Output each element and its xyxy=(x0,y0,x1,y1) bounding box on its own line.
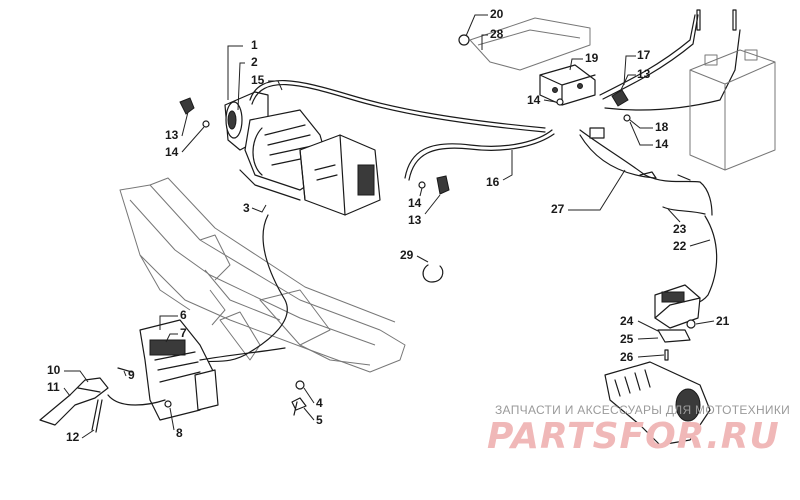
watermark-brand: PARTSFOR.RU xyxy=(487,416,780,457)
callout-8: 8 xyxy=(176,426,183,440)
handlebar-grip xyxy=(604,361,711,446)
nut-14-contactor xyxy=(556,98,564,106)
connector-27 xyxy=(589,127,605,139)
contactor-19 xyxy=(539,64,596,106)
battery xyxy=(689,49,776,171)
boot-13-left xyxy=(179,97,195,115)
callout-29: 29 xyxy=(400,248,414,262)
watermark-tagline: ЗАПЧАСТИ И АКСЕССУАРЫ ДЛЯ МОТОТЕХНИКИ xyxy=(495,403,790,417)
cable-16 xyxy=(404,129,553,179)
nut-14-mid xyxy=(418,181,426,189)
callout-17: 17 xyxy=(637,48,651,62)
cable-18 xyxy=(604,29,741,111)
bolt-12 xyxy=(91,399,103,433)
callouts: 1 2 15 13 14 3 14 13 16 20 28 19 xyxy=(47,7,730,444)
cable-3 xyxy=(199,214,288,363)
callout-22: 22 xyxy=(673,239,687,253)
callout-14-left: 14 xyxy=(165,145,179,159)
callout-15: 15 xyxy=(251,73,265,87)
cable-15 xyxy=(249,80,546,129)
callout-23: 23 xyxy=(673,222,687,236)
callout-11: 11 xyxy=(47,380,60,394)
callout-4: 4 xyxy=(316,396,323,410)
terminal-screw-left xyxy=(696,9,701,31)
bolt-8 xyxy=(164,400,172,408)
callout-10: 10 xyxy=(47,363,61,377)
nut-14-right xyxy=(623,114,631,122)
callout-9: 9 xyxy=(128,368,135,382)
callout-26: 26 xyxy=(620,350,634,364)
callout-16: 16 xyxy=(486,175,500,189)
harness-27 xyxy=(579,129,713,216)
terminal-screw-right xyxy=(732,9,737,31)
callout-1: 1 xyxy=(251,38,258,52)
callout-19: 19 xyxy=(585,51,599,65)
callout-14-contactor: 14 xyxy=(527,93,541,107)
callout-18: 18 xyxy=(655,120,669,134)
pin-9 xyxy=(117,367,133,373)
callout-14-mid: 14 xyxy=(408,196,422,210)
boot-13-mid xyxy=(436,175,450,195)
bolt-5 xyxy=(291,397,307,416)
lever-10 xyxy=(39,377,109,426)
callout-13-left: 13 xyxy=(165,128,179,142)
nut-14-left xyxy=(202,120,210,128)
control-mount xyxy=(139,319,219,421)
boot-13-right xyxy=(611,89,629,107)
washer-4 xyxy=(295,380,305,390)
screw-21 xyxy=(686,319,696,329)
wire-23 xyxy=(662,206,706,215)
callout-13-right: 13 xyxy=(637,67,651,81)
switch-wire xyxy=(107,347,286,406)
callout-14-right: 14 xyxy=(655,137,669,151)
callout-21: 21 xyxy=(716,314,730,328)
callout-3: 3 xyxy=(243,201,250,215)
callout-6: 6 xyxy=(180,308,187,322)
screw-20 xyxy=(458,34,470,46)
callout-7: 7 xyxy=(180,326,187,340)
mount-bracket-28 xyxy=(469,17,591,71)
cable-17 xyxy=(599,14,696,96)
callout-5: 5 xyxy=(316,413,323,427)
bracket-25 xyxy=(657,329,691,343)
rocker-switch-24 xyxy=(654,284,701,329)
callout-25: 25 xyxy=(620,332,634,346)
callout-13-mid: 13 xyxy=(408,213,422,227)
callout-28: 28 xyxy=(490,27,504,41)
callout-27: 27 xyxy=(551,202,565,216)
callout-24: 24 xyxy=(620,314,634,328)
watermark: ЗАПЧАСТИ И АКСЕССУАРЫ ДЛЯ МОТОТЕХНИКИ PA… xyxy=(487,403,790,457)
circlip-29 xyxy=(422,264,444,283)
screw-26 xyxy=(664,349,669,361)
winch-assembly xyxy=(224,91,381,216)
callout-20: 20 xyxy=(490,7,504,21)
callout-2: 2 xyxy=(251,55,258,69)
callout-12: 12 xyxy=(66,430,80,444)
